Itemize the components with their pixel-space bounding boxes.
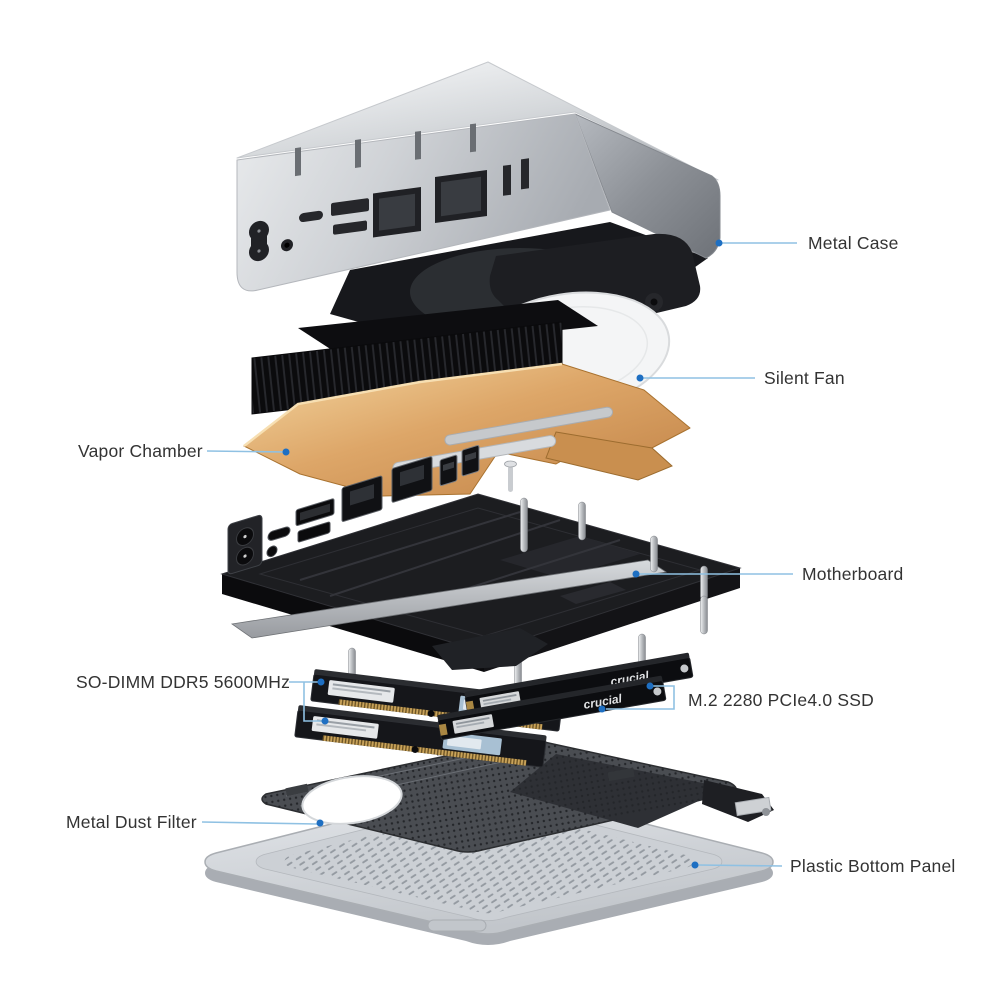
- label-so-dimm: SO-DIMM DDR5 5600MHz: [76, 672, 291, 692]
- label-dust-filter: Metal Dust Filter: [66, 812, 197, 832]
- rear-io-cutouts: [249, 123, 529, 262]
- label-m2-ssd: M.2 2280 PCIe4.0 SSD: [688, 690, 874, 710]
- label-silent-fan: Silent Fan: [764, 368, 845, 388]
- label-motherboard: Motherboard: [802, 564, 904, 584]
- motherboard: [220, 445, 742, 703]
- dust-filter: [261, 739, 774, 853]
- leader-dots: [282, 239, 723, 869]
- label-metal-case: Metal Case: [808, 233, 899, 253]
- label-bottom-panel: Plastic Bottom Panel: [790, 856, 956, 876]
- leader-lines: [201, 242, 797, 867]
- bottom-panel: [204, 785, 774, 945]
- motherboard-ports: [227, 445, 480, 575]
- label-vapor-chamber: Vapor Chamber: [78, 441, 203, 461]
